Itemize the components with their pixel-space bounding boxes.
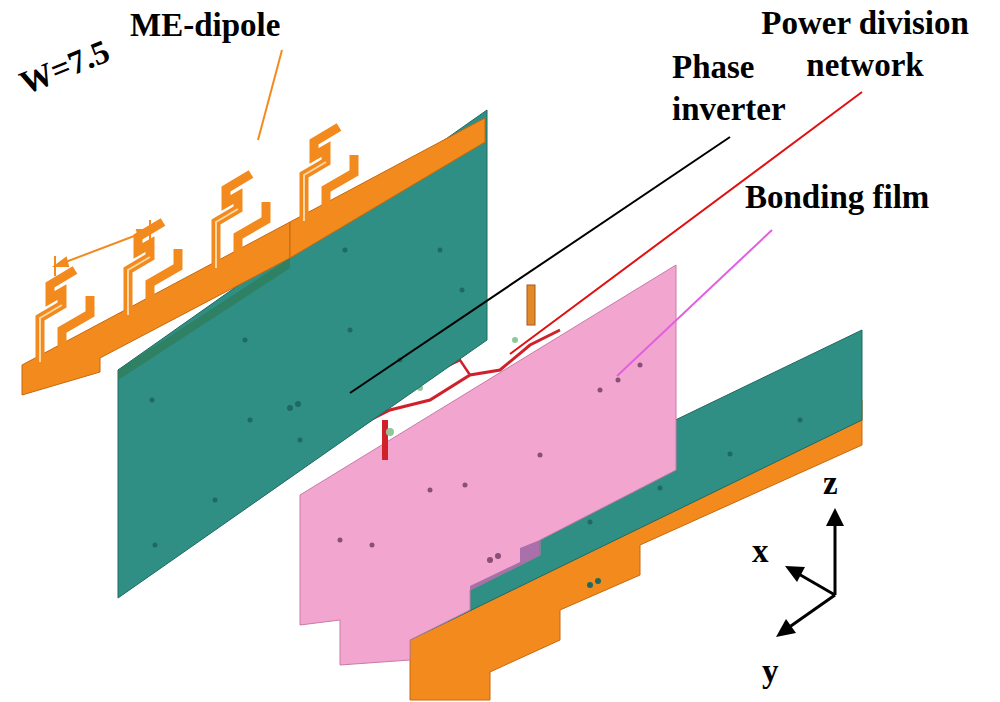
part-label: Bonding film — [745, 176, 929, 218]
axis-label: x — [752, 530, 769, 572]
axis-label: z — [823, 462, 838, 504]
axis-label: y — [762, 650, 779, 692]
part-label: ME-dipole — [130, 4, 280, 46]
part-label: Power division network — [734, 2, 996, 86]
dimension-label: W=7.5 — [14, 30, 116, 104]
